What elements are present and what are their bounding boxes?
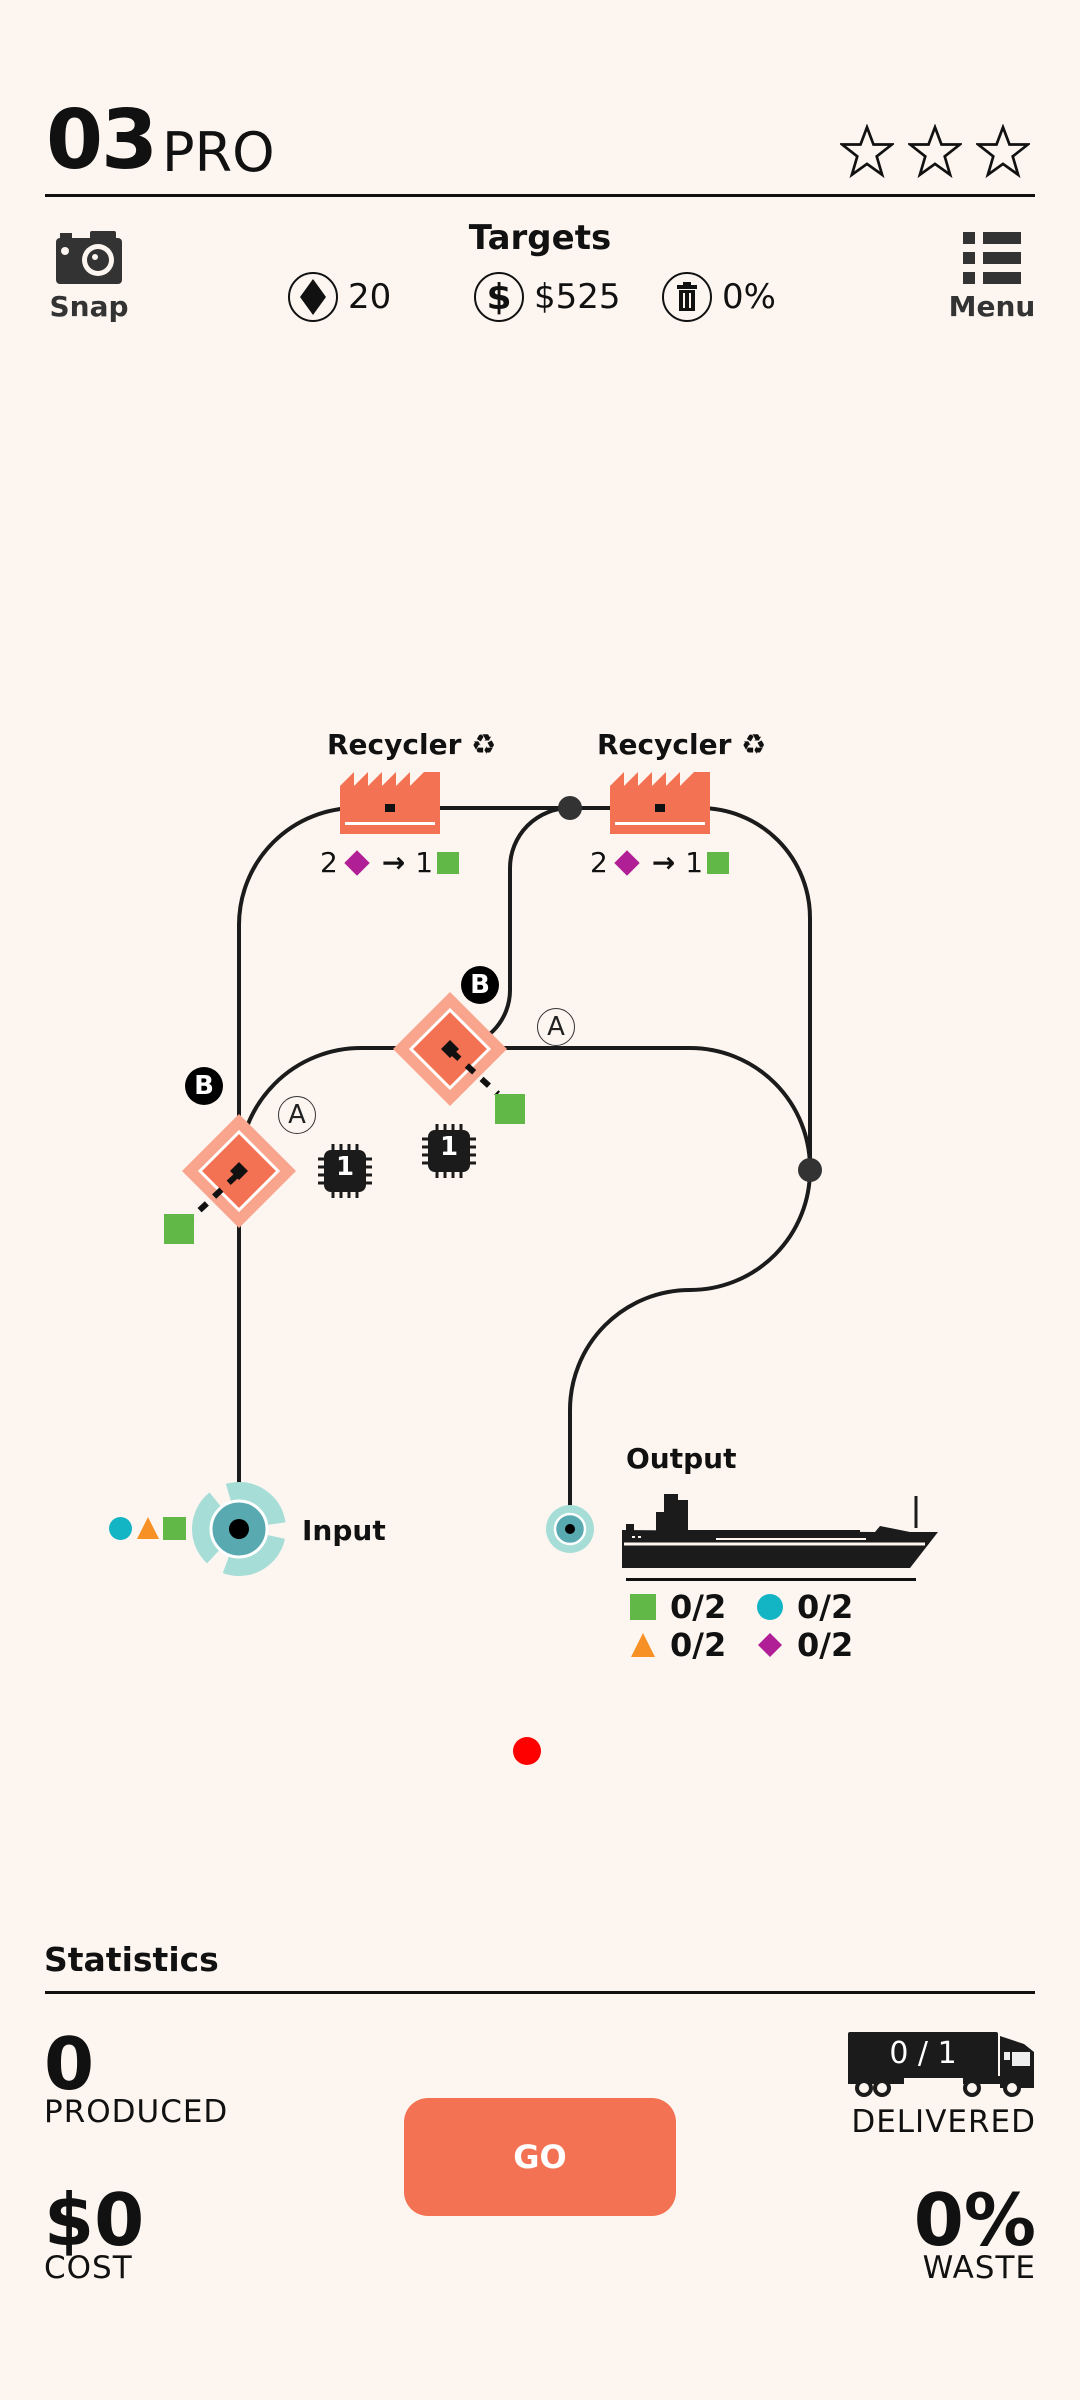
menu-button[interactable]: Menu [944,230,1040,323]
output-divider [626,1578,916,1581]
truck-icon: 0 / 1 [848,2032,1034,2098]
statistics-title: Statistics [44,1940,219,1979]
square-icon [495,1094,525,1124]
input-node[interactable] [192,1482,286,1576]
junction-node [558,796,582,820]
chip-count: 1 [439,1132,459,1162]
splitter-output-b[interactable]: B [461,966,499,1004]
splitter-waste-path [449,1049,501,1097]
junction-node [798,1158,822,1182]
output-counts-row: 0/2 0/2 [630,1588,872,1626]
splitter-output-a[interactable]: A [278,1096,316,1134]
recipe-input-count: 2 [590,846,608,879]
output-counts-row: 0/2 0/2 [630,1626,872,1664]
track-output [568,1169,812,1528]
splitter-node[interactable] [180,1112,298,1230]
factory-icon[interactable] [610,772,710,834]
cost-label: COST [44,2250,133,2286]
target-waste: 0% [662,272,776,322]
diamond-icon [288,272,338,322]
target-waste-value: 0% [722,277,776,317]
diamond-icon [614,849,640,876]
snap-label: Snap [49,290,129,323]
square-shape-icon [163,1517,186,1540]
output-label: Output [626,1442,737,1475]
diamond-icon [344,849,370,876]
recipe-input-count: 2 [320,846,338,879]
produced-label: PRODUCED [44,2094,229,2130]
go-button[interactable]: GO [404,2098,676,2216]
recycler-recipe: 2 → 1 [590,846,730,879]
target-cost-value: $525 [534,277,621,317]
triangle-icon [631,1633,655,1657]
triangle-shape-icon [137,1517,159,1539]
recipe-output-count: 1 [415,846,434,879]
delivered-value: 0 / 1 [889,2036,957,2071]
camera-icon [56,231,122,284]
splitter-output-b[interactable]: B [185,1067,223,1105]
marker-dot [513,1737,541,1765]
delivered-label: DELIVERED [851,2104,1036,2140]
cost-value: $0 [44,2178,145,2262]
output-count-diamond: 0/2 [797,1626,854,1664]
square-icon [630,1594,656,1620]
output-count-triangle: 0/2 [670,1626,727,1664]
circle-shape-icon [109,1517,132,1540]
dollar-icon: $ [474,272,524,322]
star-icon [840,124,894,178]
recipe-output-count: 1 [685,846,704,879]
header-divider [45,194,1035,197]
factory-icon[interactable] [340,772,440,834]
recycler-label: Recycler ♻ [327,728,497,761]
recycler-recipe: 2 → 1 [320,846,460,879]
target-cost: $ $525 [474,272,621,322]
target-diamonds-value: 20 [348,277,392,317]
square-icon [437,851,460,874]
square-icon [164,1214,194,1244]
square-icon [707,851,730,874]
waste-value: 0% [913,2178,1036,2262]
trash-icon [662,272,712,322]
splitter-waste-path [167,1173,239,1241]
arrow-icon: → [381,846,406,879]
target-diamonds: 20 [288,272,391,322]
level-number: 03 [46,93,158,188]
recycler-label: Recycler ♻ [597,728,767,761]
level-tier: PRO [162,121,275,184]
produced-value: 0 [44,2022,95,2106]
targets-title: Targets [468,218,612,258]
star-icon [908,124,962,178]
input-label: Input [302,1514,386,1547]
circle-icon [757,1594,783,1620]
output-count-circle: 0/2 [797,1588,854,1626]
star-icon [976,124,1030,178]
chip-icon[interactable]: 1 [316,1142,374,1204]
star-rating [840,124,1030,178]
menu-label: Menu [948,290,1036,323]
snap-button[interactable]: Snap [46,230,132,323]
output-node[interactable] [545,1504,595,1554]
chip-icon[interactable]: 1 [420,1122,478,1184]
chip-count: 1 [335,1152,355,1182]
diamond-icon [758,1633,782,1657]
output-count-square: 0/2 [670,1588,727,1626]
ship-icon [622,1494,938,1568]
track-middle [237,1046,812,1171]
arrow-icon: → [651,846,676,879]
list-icon [963,232,1021,284]
waste-label: WASTE [922,2250,1036,2286]
statistics-divider [45,1991,1035,1994]
splitter-output-a[interactable]: A [537,1008,575,1046]
